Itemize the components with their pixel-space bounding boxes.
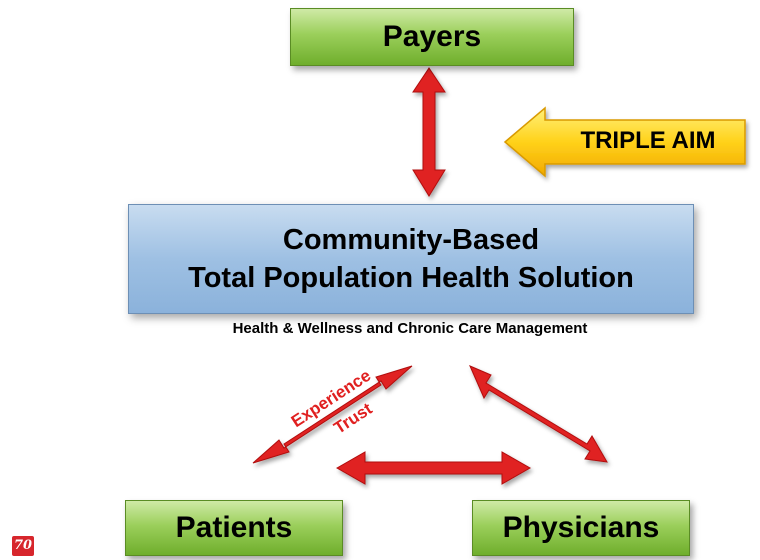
physicians-label: Physicians [502,511,660,544]
payers-solution-arrow [412,67,446,197]
triple-aim-arrow [503,106,746,178]
patients-node: Patients [125,500,343,556]
solution-node: Community-Based Total Population Health … [128,204,694,314]
solution-physicians-arrow [469,365,608,463]
solution-title-line2: Total Population Health Solution [188,262,634,294]
logo: 70 [12,536,34,556]
payers-node: Payers [290,8,574,66]
patients-physicians-arrow [335,451,532,485]
solution-subtitle: Health & Wellness and Chronic Care Manag… [232,320,588,337]
patients-label: Patients [175,511,293,544]
triple-aim-label: TRIPLE AIM [580,127,716,154]
payers-label: Payers [382,20,482,53]
physicians-node: Physicians [472,500,690,556]
solution-title-line1: Community-Based [282,224,540,256]
solution-patients-arrow [252,365,413,464]
